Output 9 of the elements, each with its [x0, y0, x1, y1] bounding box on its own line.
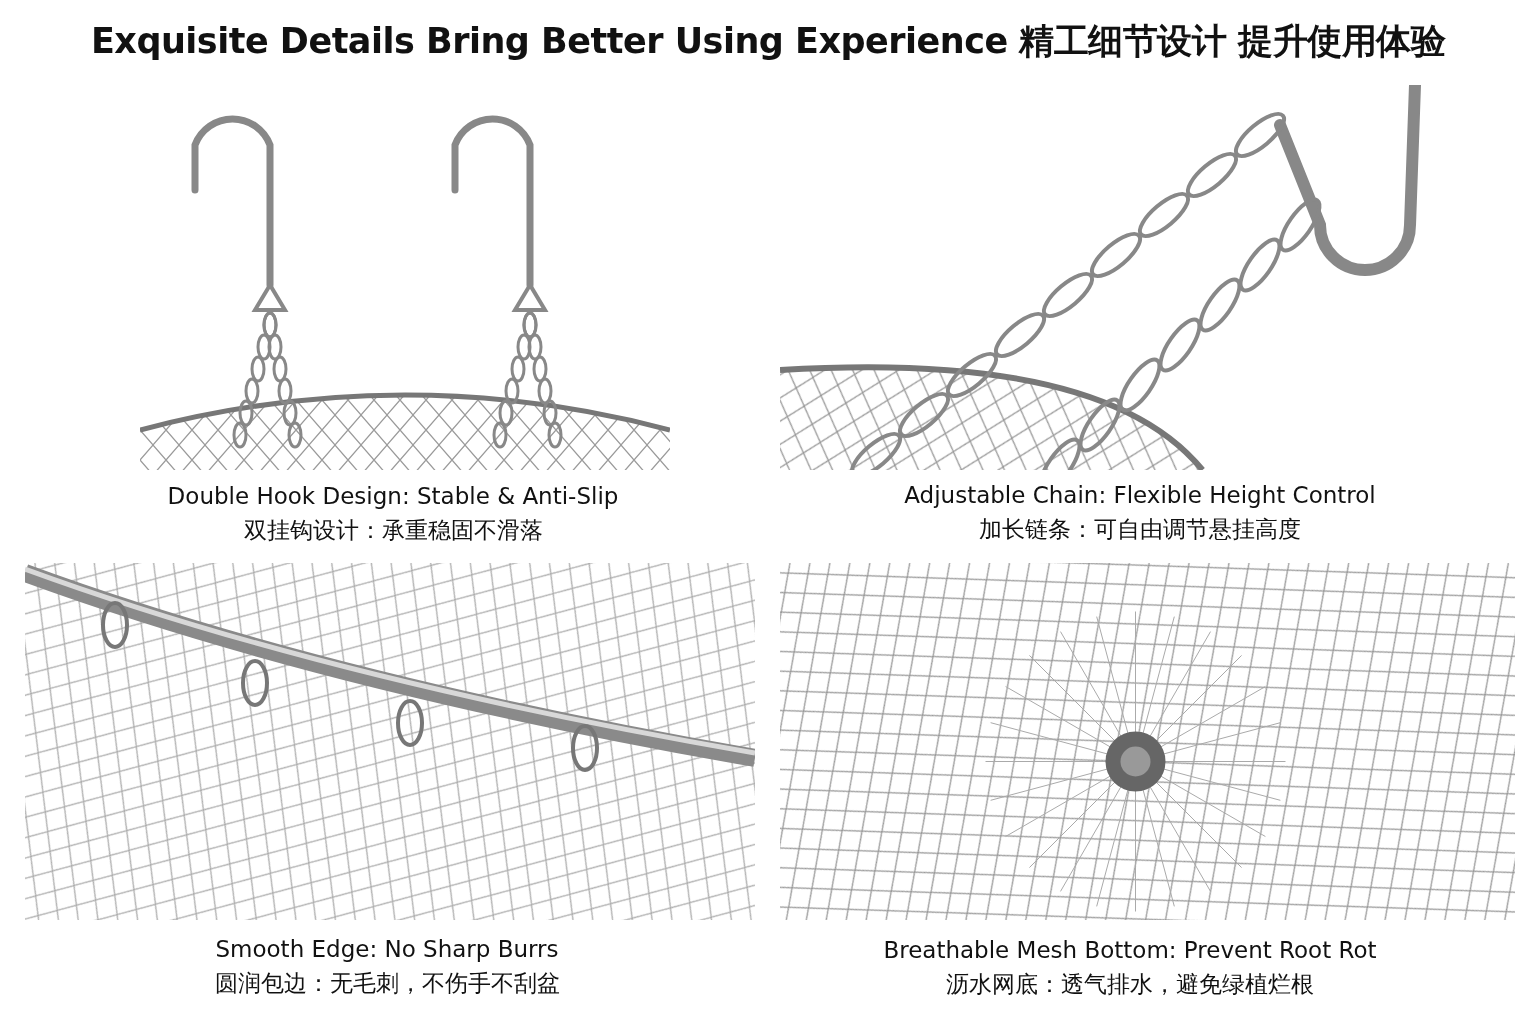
caption-chinese: 沥水网底：透气排水，避免绿植烂根 — [946, 971, 1314, 998]
caption-chinese: 圆润包边：无毛刺，不伤手不刮盆 — [214, 970, 560, 997]
caption-chinese: 加长链条：可自由调节悬挂高度 — [979, 516, 1301, 543]
caption-chinese: 双挂钩设计：承重稳固不滑落 — [243, 517, 543, 544]
caption-english: Breathable Mesh Bottom: Prevent Root Rot — [883, 937, 1377, 964]
caption-english: Smooth Edge: No Sharp Burrs — [215, 936, 559, 963]
caption-english: Adjustable Chain: Flexible Height Control — [904, 482, 1376, 509]
caption-english: Double Hook Design: Stable & Anti-Slip — [167, 483, 619, 510]
page-title: Exquisite Details Bring Better Using Experience 精工细节设计 提升使用体验 — [89, 20, 1447, 63]
